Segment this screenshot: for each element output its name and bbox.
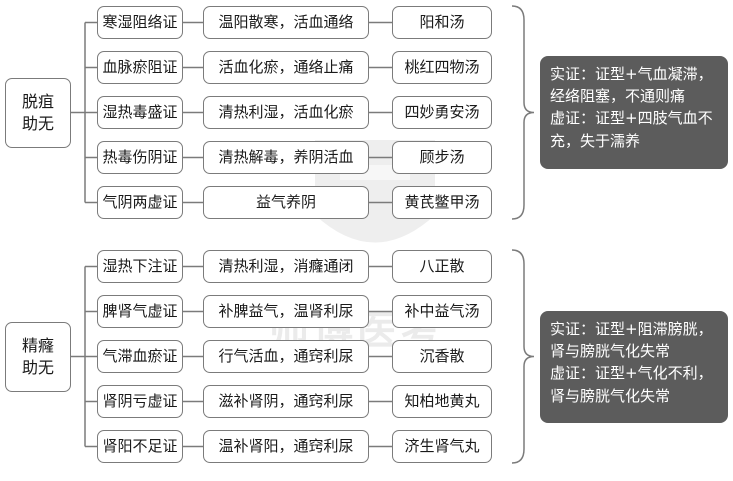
category-box: 脱疽助无 xyxy=(5,77,71,148)
treatment-method-box: 活血化瘀，通络止痛 xyxy=(203,51,369,84)
syndrome-box: 肾阳不足证 xyxy=(97,430,183,463)
formula-box: 八正散 xyxy=(392,250,492,283)
treatment-method-box: 清热利湿，消癃通闭 xyxy=(203,250,369,283)
syndrome-box: 寒湿阻络证 xyxy=(97,6,183,39)
treatment-method-box: 行气活血，通窍利尿 xyxy=(203,340,369,373)
syndrome-box-label: 湿热毒盛证 xyxy=(102,103,178,122)
treatment-method-box-label: 补脾益气，温肾利尿 xyxy=(218,302,354,321)
curly-brace xyxy=(511,249,535,464)
treatment-method-box-label: 温补肾阳，通窍利尿 xyxy=(218,437,354,456)
formula-box-label: 阳和汤 xyxy=(419,13,465,32)
syndrome-box-label: 气阴两虚证 xyxy=(102,193,178,212)
treatment-method-box: 补脾益气，温肾利尿 xyxy=(203,295,369,328)
treatment-method-box-label: 清热解毒，养阴活血 xyxy=(218,148,354,167)
formula-box: 阳和汤 xyxy=(392,6,492,39)
formula-box-label: 桃红四物汤 xyxy=(404,58,480,77)
syndrome-box-label: 湿热下注证 xyxy=(102,257,178,276)
formula-box-label: 沉香散 xyxy=(419,347,465,366)
treatment-method-box: 温阳散寒，活血通络 xyxy=(203,6,369,39)
summary-note: 实证：证型+气血凝滞， 经络阻塞，不通则痛虚证：证型+四肢气血不充，失于濡养 xyxy=(540,56,728,169)
category-label-line: 助无 xyxy=(21,113,54,133)
treatment-method-box: 清热解毒，养阴活血 xyxy=(203,141,369,174)
treatment-method-box-label: 温阳散寒，活血通络 xyxy=(218,13,354,32)
syndrome-box: 血脉瘀阻证 xyxy=(97,51,183,84)
syndrome-box: 气滞血瘀证 xyxy=(97,340,183,373)
syndrome-box-label: 肾阴亏虚证 xyxy=(102,392,178,411)
treatment-method-box-label: 滋补肾阴，通窍利尿 xyxy=(218,392,354,411)
formula-box-label: 补中益气汤 xyxy=(404,302,480,321)
summary-note: 实证：证型+阻滞膀胱，肾与膀胱气化失常虚证：证型+气化不利，肾与膀胱气化失常 xyxy=(540,311,728,423)
treatment-method-box-label: 活血化瘀，通络止痛 xyxy=(218,58,354,77)
formula-box-label: 知柏地黄丸 xyxy=(404,392,480,411)
formula-box-label: 八正散 xyxy=(419,257,465,276)
category-label-line: 脱疽 xyxy=(21,91,54,111)
formula-box-label: 四妙勇安汤 xyxy=(404,103,480,122)
syndrome-box: 脾肾气虚证 xyxy=(97,295,183,328)
treatment-method-box-label: 清热利湿，活血化瘀 xyxy=(218,103,354,122)
category-label-line: 助无 xyxy=(21,357,54,377)
category-label-line: 精癃 xyxy=(21,335,54,355)
category-box: 精癃助无 xyxy=(5,321,71,392)
syndrome-box-label: 血脉瘀阻证 xyxy=(102,58,178,77)
summary-note-line: 实证：证型+阻滞膀胱， xyxy=(550,320,713,338)
treatment-method-box: 温补肾阳，通窍利尿 xyxy=(203,430,369,463)
syndrome-box: 湿热下注证 xyxy=(97,250,183,283)
formula-box: 黄芪鳖甲汤 xyxy=(392,186,492,219)
summary-note-line: 充，失于濡养 xyxy=(550,131,641,150)
syndrome-box-label: 寒湿阻络证 xyxy=(102,13,178,32)
treatment-method-box-label: 行气活血，通窍利尿 xyxy=(218,347,354,366)
formula-box-label: 顾步汤 xyxy=(419,148,465,167)
treatment-method-box: 益气养阴 xyxy=(203,186,369,219)
formula-box-label: 黄芪鳖甲汤 xyxy=(404,193,480,212)
treatment-method-box: 滋补肾阴，通窍利尿 xyxy=(203,385,369,418)
treatment-method-box: 清热利湿，活血化瘀 xyxy=(203,96,369,129)
summary-note-line: 肾与膀胱气化失常 xyxy=(550,342,671,361)
curly-brace xyxy=(511,5,535,220)
formula-box: 顾步汤 xyxy=(392,141,492,174)
syndrome-box-label: 气滞血瘀证 xyxy=(102,347,178,366)
summary-note-line: 实证：证型+气血凝滞， xyxy=(550,65,713,83)
syndrome-box-label: 脾肾气虚证 xyxy=(102,302,178,321)
syndrome-box: 热毒伤阴证 xyxy=(97,141,183,174)
treatment-method-box-label: 清热利湿，消癃通闭 xyxy=(218,257,354,276)
formula-box: 桃红四物汤 xyxy=(392,51,492,84)
summary-note-line: 虚证：证型+气化不利， xyxy=(550,364,713,383)
formula-box: 沉香散 xyxy=(392,340,492,373)
treatment-method-box-label: 益气养阴 xyxy=(255,193,316,212)
syndrome-box: 肾阴亏虚证 xyxy=(97,385,183,418)
syndrome-box-label: 热毒伤阴证 xyxy=(102,148,178,167)
formula-box: 补中益气汤 xyxy=(392,295,492,328)
formula-box: 知柏地黄丸 xyxy=(392,385,492,418)
syndrome-box: 气阴两虚证 xyxy=(97,186,183,219)
formula-box: 四妙勇安汤 xyxy=(392,96,492,129)
syndrome-box-label: 肾阳不足证 xyxy=(102,437,178,456)
summary-note-line: 经络阻塞，不通则痛 xyxy=(550,87,686,106)
syndrome-box: 湿热毒盛证 xyxy=(97,96,183,129)
formula-box-label: 济生肾气丸 xyxy=(404,437,480,456)
summary-note-line: 虚证：证型+四肢气血不 xyxy=(550,109,713,128)
summary-note-line: 肾与膀胱气化失常 xyxy=(550,386,671,405)
formula-box: 济生肾气丸 xyxy=(392,430,492,463)
